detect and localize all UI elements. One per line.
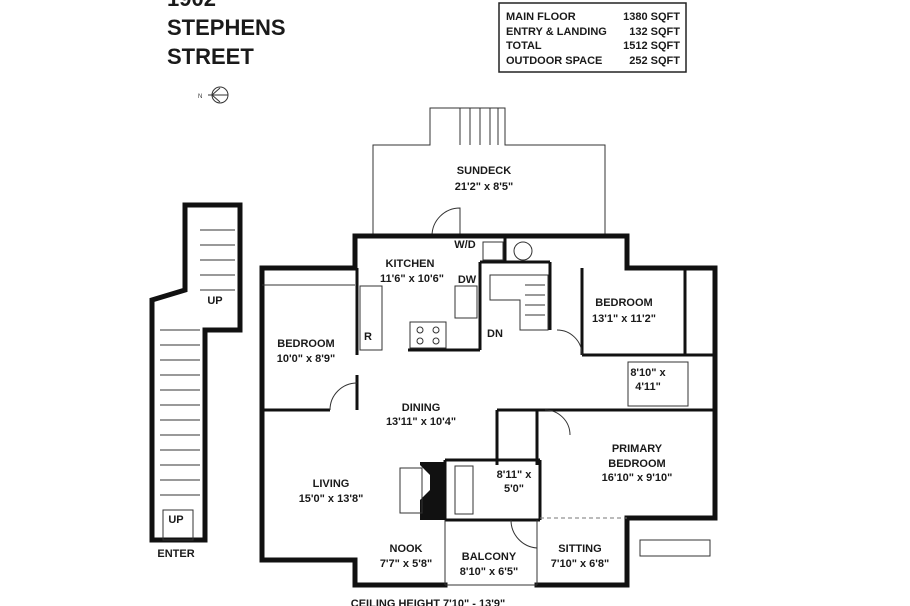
room-sundeck: SUNDECK 21'2" x 8'5" [455,165,513,193]
room-size: 13'11" x 10'4" [386,416,456,428]
area-label: OUTDOOR SPACE [506,55,602,67]
room-name: PRIMARY [612,443,663,455]
room-size: 13'1" x 11'2" [592,313,656,325]
dishwasher-label: DW [458,274,477,286]
room-nook: NOOK 7'7" x 5'8" [380,543,432,570]
room-size: 8'10" x 6'5" [460,566,518,578]
room-size: 8'10" x [630,367,666,379]
address-line-1: 1902 [167,0,216,11]
room-bath-lower: 8'11" x 5'0" [497,469,533,495]
room-balcony: BALCONY 8'10" x 6'5" [460,551,518,578]
sundeck [372,107,606,237]
exterior-walls [259,233,718,588]
room-name: NOOK [390,543,423,555]
room-living: LIVING 15'0" x 13'8" [299,478,364,505]
room-sitting: SITTING 7'10" x 6'8" [551,543,609,570]
washer-dryer-label: W/D [454,239,475,251]
kitchen-counters [359,241,711,557]
stair-down-label: DN [487,328,503,340]
room-size: 11'6" x 10'6" [380,273,444,285]
room-name: DINING [402,402,441,414]
room-size: 7'7" x 5'8" [380,558,432,570]
entry-staircase [149,202,243,543]
stair-up-label: UP [168,514,183,526]
enter-label: ENTER [157,548,194,560]
interior-walls [262,236,715,585]
room-size: 21'2" x 8'5" [455,181,513,193]
room-primary-bedroom: PRIMARY BEDROOM 16'10" x 9'10" [602,443,673,484]
area-value: 252 SQFT [629,55,680,67]
area-value: 1380 SQFT [623,11,680,23]
room-size: 15'0" x 13'8" [299,493,364,505]
room-bedroom-left: BEDROOM 10'0" x 8'9" [277,338,335,365]
area-label: TOTAL [506,40,542,52]
address-line-3: STREET [167,44,254,69]
fireplace [420,462,445,520]
room-name: BEDROOM [277,338,334,350]
north-arrow-icon: N [198,86,229,104]
area-table: MAIN FLOOR 1380 SQFT ENTRY & LANDING 132… [498,2,687,73]
room-name: SUNDECK [457,165,511,177]
hearth [399,467,423,514]
area-label: ENTRY & LANDING [506,26,607,38]
stair-up-label: UP [207,295,222,307]
area-label: MAIN FLOOR [506,11,576,23]
room-name: SITTING [558,543,601,555]
room-kitchen: KITCHEN 11'6" x 10'6" [380,258,444,285]
room-name: KITCHEN [386,258,435,270]
area-value: 132 SQFT [629,26,680,38]
address-line-2: STEPHENS [167,15,286,40]
room-name: BEDROOM [608,458,665,470]
fridge-label: R [364,331,372,343]
room-size: 8'11" x [497,469,533,481]
area-value: 1512 SQFT [623,40,680,52]
room-size: 5'0" [504,483,524,495]
room-size: 16'10" x 9'10" [602,472,673,484]
room-name: LIVING [313,478,350,490]
room-name: BALCONY [462,551,517,563]
room-dining: DINING 13'11" x 10'4" [386,402,456,428]
compass-label: N [198,94,202,100]
ceiling-height-note: CEILING HEIGHT 7'10" - 13'9" [351,598,505,606]
room-name: BEDROOM [595,297,652,309]
interior-staircase [489,274,549,331]
doors [329,329,583,549]
room-size: 4'11" [635,381,661,393]
room-bedroom-right: BEDROOM 13'1" x 11'2" [592,297,656,325]
room-size: 7'10" x 6'8" [551,558,609,570]
room-bath-upper: 8'10" x 4'11" [630,367,666,393]
room-size: 10'0" x 8'9" [277,353,335,365]
